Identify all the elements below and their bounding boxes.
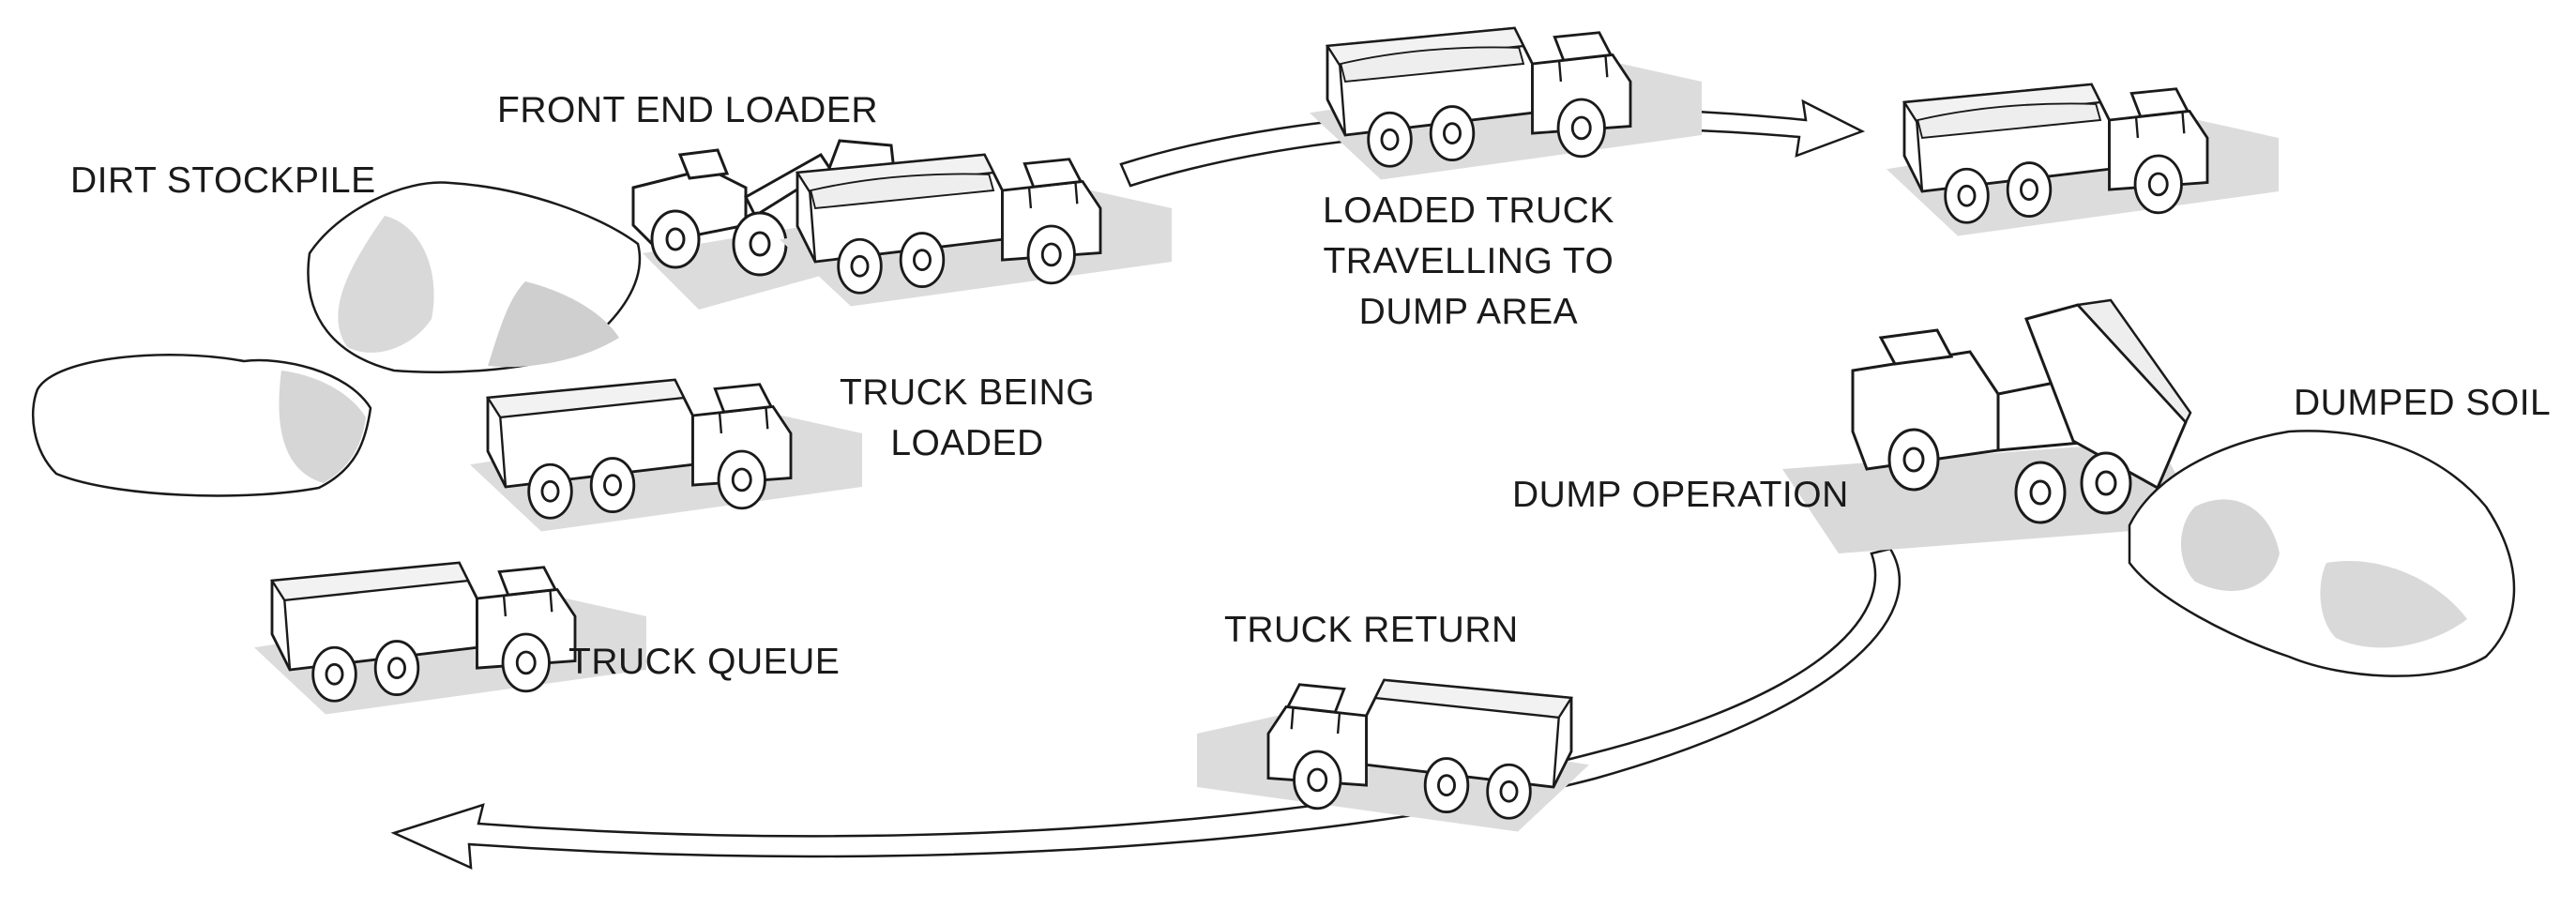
label-front-end-loader: FRONT END LOADER — [497, 90, 878, 130]
dirt-stockpile-drawing — [32, 181, 642, 497]
label-dirt-stockpile: DIRT STOCKPILE — [70, 160, 376, 201]
label-truck-queue: TRUCK QUEUE — [568, 642, 841, 682]
label-truck-return: TRUCK RETURN — [1224, 610, 1519, 650]
dumped-soil-drawing — [2128, 430, 2516, 677]
return-arrow — [390, 547, 1901, 871]
truck-being-loaded-drawing — [778, 153, 1174, 308]
dumping-truck-drawing — [1782, 298, 2205, 553]
label-dump-operation: DUMP OPERATION — [1512, 475, 1849, 515]
queue-truck-1-drawing — [468, 378, 864, 533]
loaded-truck-drawing — [1308, 26, 1704, 181]
label-loaded-truck: LOADED TRUCK TRAVELLING TO DUMP AREA — [1323, 190, 1614, 332]
returning-truck-drawing — [1195, 678, 1591, 833]
arriving-truck-drawing — [1885, 83, 2281, 237]
label-truck-being-loaded: TRUCK BEING LOADED — [840, 372, 1096, 463]
label-dumped-soil: DUMPED SOIL — [2294, 383, 2552, 423]
